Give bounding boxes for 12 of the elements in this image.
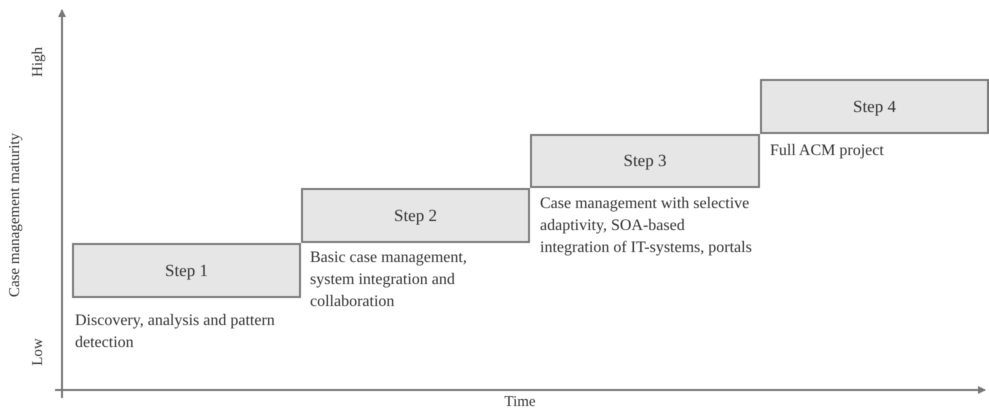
step-box: Step 1 (72, 243, 301, 298)
step-description: Basic case management, system integration and collaboration (310, 248, 468, 312)
step-description: Case management with selective adaptivity, SOA-based integration of IT-systems, portals (540, 194, 753, 258)
axis-label: High (30, 47, 46, 77)
axis-label: Time (504, 394, 536, 410)
step-box: Step 4 (760, 79, 989, 134)
axis-label: Low (30, 338, 46, 366)
step-box: Step 2 (301, 188, 530, 243)
step-box: Step 3 (530, 134, 760, 188)
axis-label: Case management maturity (7, 132, 23, 298)
step-description: Full ACM project (770, 141, 885, 161)
step-description: Discovery, analysis and pattern detection (75, 311, 276, 353)
